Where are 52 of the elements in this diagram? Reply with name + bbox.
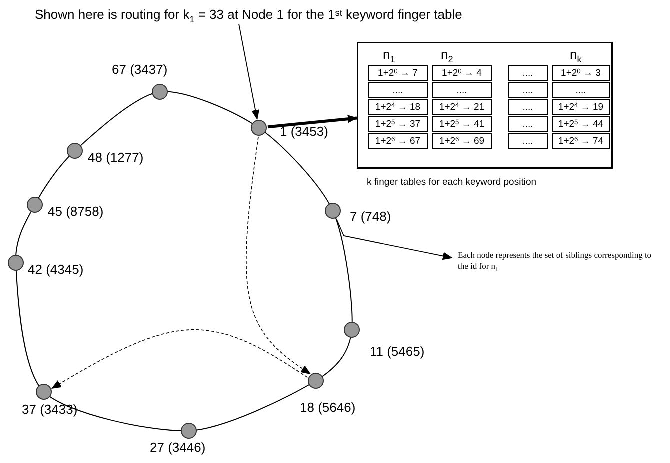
table-caption: k finger tables for each keyword position — [367, 177, 537, 188]
node-circle — [251, 120, 267, 136]
column-header: n$_{k}$ — [570, 47, 582, 62]
table-cell: 1+2$^{0}$ → 7 — [368, 65, 428, 81]
caption-text: Shown here is routing for k$_{1}$ = 33 at Node 1 for the 1$^{st}$ keyword finger table — [35, 7, 565, 27]
node-label: 45 (8758) — [48, 204, 104, 219]
column-header: n$_{1}$ — [383, 47, 396, 62]
routing-arrow — [51, 330, 308, 389]
table-cell: .... — [508, 65, 548, 81]
table-cell: .... — [432, 82, 492, 98]
table-cell: .... — [508, 133, 548, 149]
table-cell: 1+2$^{4}$ → 18 — [368, 99, 428, 115]
node-circle — [181, 423, 197, 439]
table-cell: 1+2$^{6}$ → 67 — [368, 133, 428, 149]
node-circle — [325, 203, 341, 219]
node-label: 1 (3453) — [280, 124, 328, 139]
table-cell: .... — [508, 99, 548, 115]
node-label: 67 (3437) — [112, 62, 168, 77]
node-label: 18 (5646) — [300, 400, 356, 415]
node-label: 42 (4345) — [28, 262, 84, 277]
node-label: 27 (3446) — [150, 440, 206, 455]
node-circle — [8, 255, 24, 271]
table-cell: .... — [508, 82, 548, 98]
node-label: 11 (5465) — [370, 344, 425, 359]
arrow — [238, 24, 260, 120]
finger-table — [357, 42, 613, 169]
node-circle — [152, 84, 168, 100]
routing-arrow — [246, 136, 312, 375]
table-cell: 1+2$^{0}$ → 4 — [432, 65, 492, 81]
table-cell: 1+2$^{6}$ → 69 — [432, 133, 492, 149]
column-header: n$_{2}$ — [441, 47, 454, 62]
node-circle — [344, 322, 360, 338]
node-label: 37 (3433) — [22, 402, 78, 417]
table-cell: 1+2$^{5}$ → 41 — [432, 116, 492, 132]
node-circle — [36, 384, 52, 400]
table-cell: .... — [552, 82, 610, 98]
node-circle — [308, 373, 324, 389]
table-cell: 1+2$^{5}$ → 37 — [368, 116, 428, 132]
table-cell: 1+2$^{5}$ → 44 — [552, 116, 610, 132]
table-cell: 1+2$^{4}$ → 21 — [432, 99, 492, 115]
node-circle — [67, 143, 83, 159]
table-cell: .... — [368, 82, 428, 98]
note-text: Each node represents the set of siblings corresponding to the id for n$_{1}$ — [458, 250, 658, 274]
node-label: 7 (748) — [350, 209, 392, 224]
arrow — [336, 218, 453, 260]
table-cell: 1+2$^{6}$ → 74 — [552, 133, 610, 149]
node-circle — [27, 197, 43, 213]
table-cell: 1+2$^{4}$ → 19 — [552, 99, 610, 115]
arrow — [268, 115, 358, 129]
table-cell: .... — [508, 116, 548, 132]
node-label: 48 (1277) — [88, 150, 144, 165]
table-cell: 1+2$^{0}$ → 3 — [552, 65, 610, 81]
